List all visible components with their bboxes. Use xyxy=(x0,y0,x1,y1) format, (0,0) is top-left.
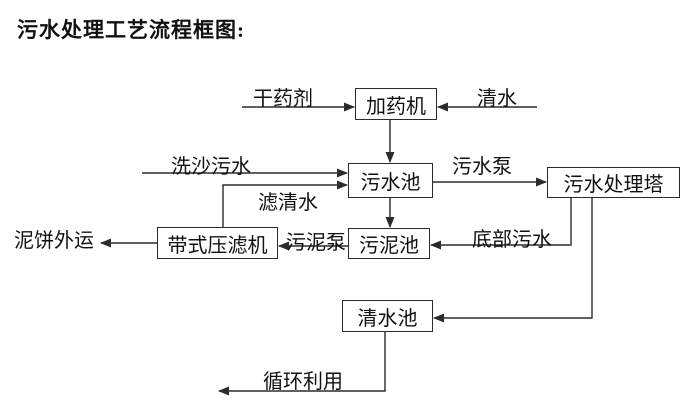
node-sludge-pool: 污泥池 xyxy=(348,228,430,259)
node-treatment-tower: 污水处理塔 xyxy=(547,167,680,198)
label-sand-washing-sewage: 洗沙污水 xyxy=(171,156,251,178)
label-clean-water-in: 清水 xyxy=(477,88,517,110)
label-filtered-clean-water: 滤清水 xyxy=(258,192,318,214)
arrow-bottom-sewage-to-sludge-pool xyxy=(430,198,572,250)
label-dry-agent: 干药剂 xyxy=(253,88,313,110)
label-sewage-pump: 污水泵 xyxy=(452,156,512,178)
node-dosing-machine: 加药机 xyxy=(355,88,437,120)
node-clean-water-pool: 清水池 xyxy=(342,300,433,332)
arrow-tower-to-clean-pool xyxy=(433,198,593,323)
label-bottom-sewage: 底部污水 xyxy=(472,229,552,251)
label-recycle-use: 循环利用 xyxy=(263,371,343,393)
label-sludge-pump: 污泥泵 xyxy=(286,232,346,254)
diagram-title: 污水处理工艺流程框图: xyxy=(17,18,245,42)
node-belt-filter-press: 带式压滤机 xyxy=(157,227,278,259)
label-mud-cake-out: 泥饼外运 xyxy=(14,230,94,252)
arrow-filtered-water-to-sewage-pool xyxy=(222,180,348,227)
node-sewage-pool: 污水池 xyxy=(348,163,433,198)
arrow-clean-pool-to-recycle xyxy=(218,332,386,396)
